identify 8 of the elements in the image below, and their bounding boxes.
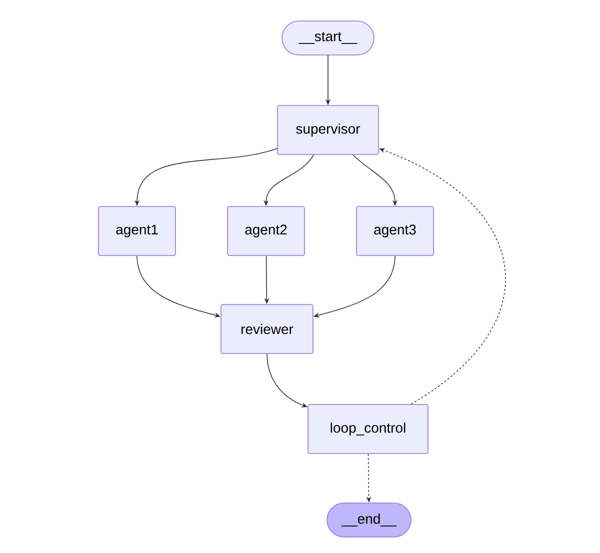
process-box: reviewer	[220, 304, 314, 354]
terminal-node: __start__	[282, 20, 374, 56]
process-box: agent2	[227, 206, 305, 256]
process-box: supervisor	[277, 105, 379, 155]
terminal-node: __end__	[326, 502, 412, 538]
process-box: agent1	[98, 206, 176, 256]
process-box: agent3	[356, 206, 434, 256]
process-box: loop_control	[308, 404, 428, 454]
